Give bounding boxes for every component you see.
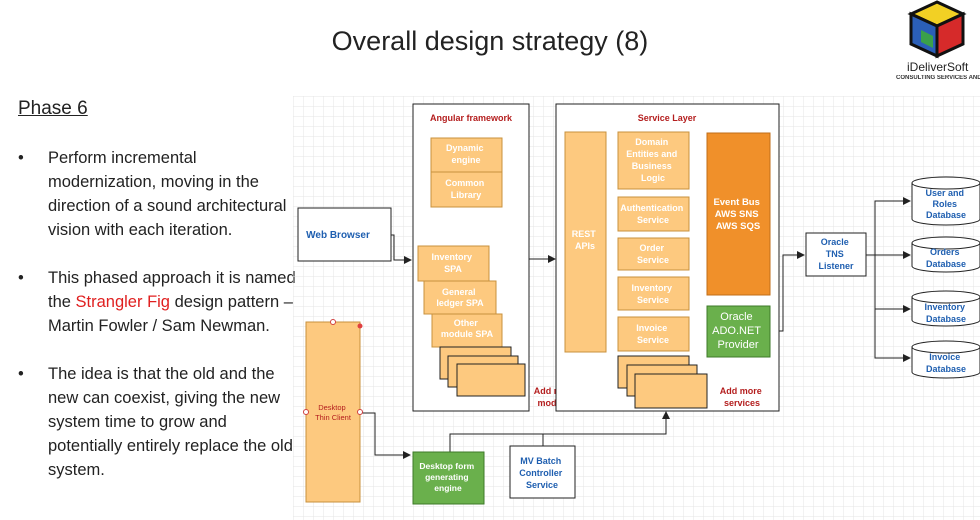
bullet-dot-icon: • [18, 365, 24, 383]
svg-text:Invoice Database: Invoice Database [926, 352, 966, 374]
desktop-form-engine-label: Desktop form generating engine [419, 461, 476, 493]
handle-icon [303, 409, 309, 415]
bullet-item: • The idea is that the old and the new c… [18, 362, 298, 482]
desktop-form-engine-box [412, 451, 485, 505]
angular-framework-title: Angular framework [430, 113, 513, 123]
database-icon [911, 236, 980, 250]
inventory-spa-label: Inventory SPA [431, 252, 474, 274]
slide-title: Overall design strategy (8) [331, 26, 649, 56]
desktop-thin-client-label: Desktop Thin Client [315, 403, 352, 422]
oracle-tns-listener-box [805, 232, 867, 277]
rest-apis-label: REST APIs [572, 229, 599, 251]
bullet-item: • Perform incremental modernization, mov… [18, 146, 298, 242]
handle-icon [357, 323, 363, 329]
handle-icon [330, 319, 336, 325]
bullet-text: Perform incremental modernization, movin… [48, 149, 287, 239]
cube-logo-icon [907, 0, 967, 59]
stacked-service-box [634, 373, 708, 409]
service-layer-title: Service Layer [638, 113, 697, 123]
rest-apis-box [564, 131, 607, 353]
order-service-label: Order Service [637, 243, 669, 265]
inventory-service-label: Inventory Service [631, 283, 674, 305]
oracle-provider-label: Oracle ADO.NET Provider [712, 311, 764, 351]
event-bus-box [706, 132, 771, 296]
bullet-text-post: design pattern – Martin Fowler / Sam New… [48, 293, 293, 335]
bullet-highlight: Strangler Fig [75, 293, 170, 311]
oracle-tns-listener-label: Oracle TNS Listener [818, 237, 854, 271]
other-module-spa-box [431, 313, 503, 348]
domain-entities-label: Domain Entities and Business Logic [626, 137, 680, 183]
database-icon [911, 290, 980, 304]
handle-icon [357, 409, 363, 415]
database-user-roles: User and Roles Database [911, 176, 980, 226]
web-browser-label: Web Browser [306, 230, 370, 241]
authentication-service-label: Authentication Service [620, 203, 686, 225]
dynamic-engine-box [430, 137, 503, 173]
order-service-box [617, 237, 690, 271]
bullet-dot-icon: • [18, 149, 24, 167]
logo-tagline: CONSULTING SERVICES AND DES [896, 75, 980, 81]
phase-heading: Phase 6 [18, 98, 88, 119]
oracle-provider-box [706, 305, 771, 358]
svg-text:Orders Database: Orders Database [926, 247, 966, 269]
general-ledger-spa-label: General ledger SPA [436, 287, 484, 308]
common-library-label: Common Library [445, 178, 487, 200]
database-icon [911, 340, 980, 354]
bullet-item: • This phased approach it is named the S… [18, 266, 298, 338]
bullet-text: The idea is that the old and the new can… [48, 365, 293, 479]
svg-text:Inventory Database: Inventory Database [924, 302, 967, 324]
bullet-text-pre: This phased approach it is named the [48, 269, 296, 311]
dynamic-engine-label: Dynamic engine [446, 143, 486, 165]
database-invoice: Invoice Database [911, 340, 980, 379]
bullet-dot-icon: • [18, 269, 24, 287]
web-browser-box [297, 207, 392, 262]
bullet-list: • Perform incremental modernization, mov… [18, 146, 298, 506]
event-bus-label: Event Bus AWS SNS AWS SQS [713, 197, 762, 232]
desktop-thin-client-box [305, 321, 361, 503]
architecture-diagram: Web Browser Desktop Thin Client Angular … [293, 96, 980, 520]
inventory-service-box [617, 276, 690, 311]
authentication-service-box [617, 196, 690, 232]
general-ledger-spa-box [423, 280, 497, 315]
mv-batch-service-box [509, 445, 576, 499]
database-icon [911, 176, 980, 190]
invoice-service-label: Invoice Service [636, 323, 670, 345]
mv-batch-service-label: MV Batch Controller Service [519, 456, 565, 490]
invoice-service-box [617, 316, 690, 352]
domain-entities-box [617, 131, 690, 190]
inventory-spa-box [417, 245, 490, 282]
svg-text:User and Roles Dat: User and Roles Database [925, 188, 966, 220]
logo-name: iDeliverSoft [907, 60, 969, 74]
common-library-box [430, 171, 503, 208]
add-more-services-label: Add more services [720, 386, 765, 408]
stacked-module-box [456, 363, 526, 397]
database-inventory: Inventory Database [911, 290, 980, 327]
other-module-spa-label: Other module SPA [441, 318, 494, 339]
database-orders: Orders Database [911, 236, 980, 273]
